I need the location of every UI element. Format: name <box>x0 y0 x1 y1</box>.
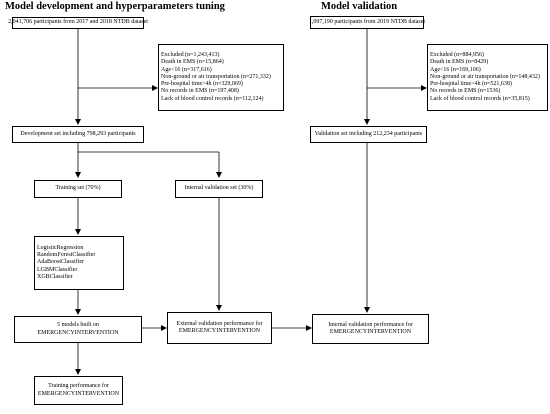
header-model-validation: Model validation <box>321 1 398 12</box>
internal-validation-performance-box: Internal validation performance for EMER… <box>312 314 429 344</box>
classifier-item: RandomForestClassifier <box>37 252 96 259</box>
excluded-item: Death in EMS (n=8429) <box>430 59 489 66</box>
internal-validation-set-text: Internal validation set (30%) <box>184 185 254 192</box>
excluded-item: Lack of blood control records (n=35,815) <box>430 95 530 102</box>
models-built-box: 5 models built on EMERGENCYINTERVENTION <box>14 316 142 343</box>
excluded-total: Excluded (n=1,243,413) <box>161 52 220 59</box>
internal-validation-line: EMERGENCYINTERVENTION <box>329 329 412 335</box>
external-validation-box: External validation performance for EMER… <box>167 312 272 344</box>
validation-set-box: Validation set including 212,234 partici… <box>310 126 427 143</box>
classifier-item: AdaBoostClassifier <box>37 259 84 266</box>
development-set-text: Development set including 798,293 partic… <box>20 130 136 137</box>
excluded-item: Lack of blood control records (n=112,124… <box>161 95 264 102</box>
training-set-text: Training set (70%) <box>55 185 101 192</box>
excluded-item: Pre-hospital time>4h (n=329,069) <box>161 81 243 88</box>
external-validation-line: EMERGENCYINTERVENTION <box>178 328 261 334</box>
training-performance-box: Training performance for EMERGENCYINTERV… <box>34 376 123 405</box>
models-built-line: EMERGENCYINTERVENTION <box>37 329 119 336</box>
models-built-line: 5 models built on <box>57 322 99 329</box>
internal-validation-line: Internal validation performance for <box>328 321 413 328</box>
classifier-item: LGBMClassifier <box>37 266 78 273</box>
excluded-item: Age<16 (n=169,106) <box>430 66 481 73</box>
excluded-item: Non-ground or air transportation (n=271,… <box>161 73 271 80</box>
validation-set-text: Validation set including 212,234 partici… <box>314 130 423 137</box>
header-model-development: Model development and hyperparameters tu… <box>5 1 225 12</box>
excluded-item: Non-ground or air transportation (n=148,… <box>430 73 540 80</box>
training-performance-line: EMERGENCYINTERVENTION <box>37 390 120 397</box>
excluded-item: No records in EMS (n=197,408) <box>161 88 239 95</box>
external-validation-line: External validation performance for <box>176 320 263 327</box>
classifiers-box: LogisticRegression RandomForestClassifie… <box>34 236 124 290</box>
excluded-box-validation: Excluded (n=884,956) Death in EMS (n=842… <box>427 44 548 111</box>
excluded-total: Excluded (n=884,956) <box>430 52 485 59</box>
training-set-box: Training set (70%) <box>34 180 122 198</box>
excluded-box-development: Excluded (n=1,243,413) Death in EMS (n=1… <box>158 44 284 111</box>
source-text: 1,097,190 participants from 2019 NTDB da… <box>308 18 426 25</box>
training-performance-line: Training performance for <box>48 383 109 390</box>
excluded-item: Age<16 (n=317,616) <box>161 66 212 73</box>
source-text: 2,041,706 participants from 2017 and 201… <box>8 19 148 26</box>
classifier-item: XGBClassifier <box>37 273 73 280</box>
source-box-2019: 1,097,190 participants from 2019 NTDB da… <box>308 16 426 29</box>
excluded-item: Pre-hospital time>4h (n=521,638) <box>430 81 512 88</box>
classifier-item: LogisticRegression <box>37 244 84 251</box>
development-set-box: Development set including 798,293 partic… <box>12 126 144 143</box>
excluded-item: No records in EMS (n=1536) <box>430 88 501 95</box>
excluded-item: Death in EMS (n=15,864) <box>161 59 224 66</box>
internal-validation-set-box: Internal validation set (30%) <box>175 180 263 198</box>
source-box-2017-2018: 2,041,706 participants from 2017 and 201… <box>8 17 148 29</box>
